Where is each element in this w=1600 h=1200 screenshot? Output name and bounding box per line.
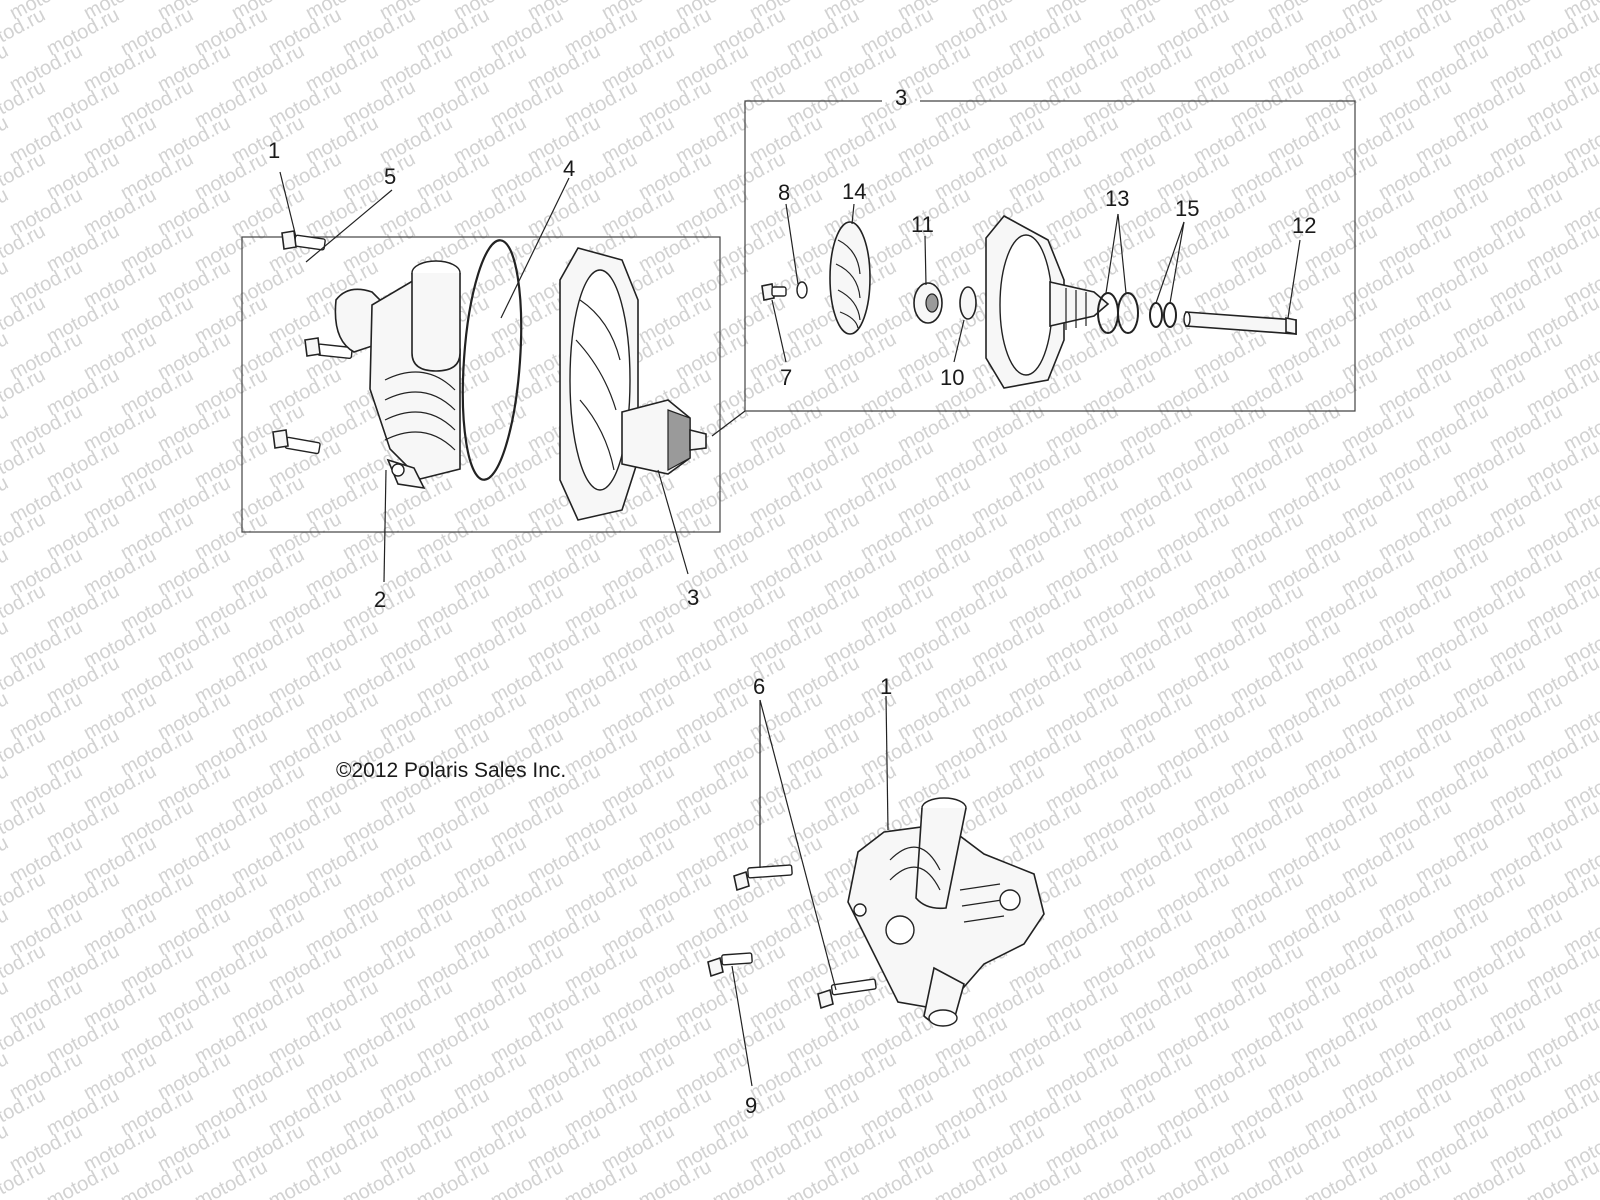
callout-14: 14 <box>842 179 866 204</box>
copyright-text: ©2012 Polaris Sales Inc. <box>336 759 566 782</box>
watermark-text: motod.ru <box>0 616 12 672</box>
watermark-text: motod.ru <box>0 832 12 888</box>
watermark-text: motod.ru <box>0 976 12 1032</box>
bolt-part-7 <box>761 283 787 301</box>
callout-13: 13 <box>1105 186 1129 211</box>
watermark-text: motod.ru <box>0 328 12 384</box>
callout-labels: 1 5 4 3 2 3 8 14 11 13 15 12 7 10 6 1 9 <box>268 85 1316 1118</box>
watermark-text: motod.ru <box>0 112 12 168</box>
bolt-part-6-lower <box>817 978 877 1010</box>
impeller-assembly-part-3 <box>559 247 707 521</box>
watermark-text: motod.ru <box>0 256 12 312</box>
leader-lines <box>279 171 1301 1087</box>
assembly-frame-right <box>744 100 1356 412</box>
pump-assembly-part-1-installed <box>847 797 1045 1027</box>
shaft-part-12 <box>1183 311 1297 335</box>
callout-5: 5 <box>384 164 396 189</box>
watermark-text: motod.ru <box>0 184 12 240</box>
watermark-text: motod.ru <box>0 760 12 816</box>
callout-15: 15 <box>1175 196 1199 221</box>
bolt-part-5 <box>281 230 326 251</box>
callout-2: 2 <box>374 587 386 612</box>
callout-3-bottom: 3 <box>687 585 699 610</box>
o-ring-part-4 <box>461 239 523 481</box>
impeller-part-14 <box>829 221 871 335</box>
seal-part-11 <box>913 282 943 324</box>
callout-1-bottom: 1 <box>880 674 892 699</box>
callout-9: 9 <box>745 1093 757 1118</box>
watermark-text: motod.ru <box>0 688 12 744</box>
washer-part-8 <box>796 281 808 299</box>
bolt-part-6-upper <box>733 864 793 892</box>
bolt-part-left-mid <box>304 337 353 360</box>
watermark-text: motod.ru <box>0 400 12 456</box>
watermark-text: motod.ru <box>0 40 12 96</box>
watermark-text: motod.ru <box>0 544 12 600</box>
bolt-part-9 <box>707 952 753 978</box>
watermark-text: motod.ru <box>1523 1156 1600 1200</box>
washer-part-10 <box>959 286 977 320</box>
watermark-text: motod.ru <box>0 472 12 528</box>
assembly-frame-left <box>241 236 721 533</box>
callout-3-top: 3 <box>895 85 907 110</box>
callout-7: 7 <box>780 365 792 390</box>
callout-8: 8 <box>778 180 790 205</box>
pump-housing-part-2 <box>334 260 461 490</box>
bolt-part-left-low <box>272 429 321 455</box>
watermark-text: motod.ru <box>0 1048 12 1104</box>
watermark-text: motod.ru <box>0 1120 12 1176</box>
callout-12: 12 <box>1292 213 1316 238</box>
callout-1-top: 1 <box>268 138 280 163</box>
watermark-text: motod.ru <box>0 1156 49 1200</box>
callout-10: 10 <box>940 365 964 390</box>
pump-cover-part <box>985 214 1110 389</box>
callout-11: 11 <box>911 212 934 237</box>
callout-6: 6 <box>753 674 765 699</box>
o-rings-part-13 <box>1097 292 1139 334</box>
callout-4: 4 <box>563 156 575 181</box>
watermark-text: motod.ru <box>0 904 12 960</box>
